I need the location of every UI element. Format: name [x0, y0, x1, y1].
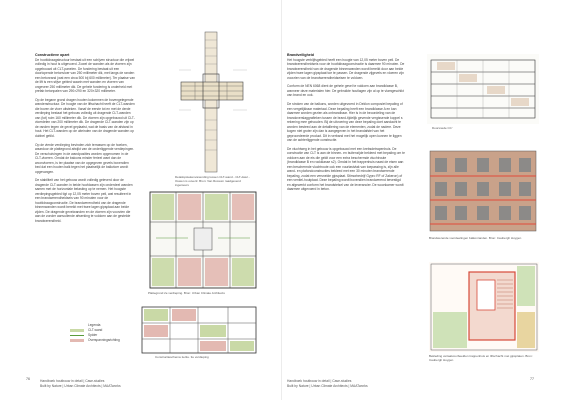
legend-label: Spider — [88, 333, 98, 337]
legend-swatch — [70, 339, 84, 342]
construction-schema — [141, 306, 257, 354]
legend-title: Legenda — [88, 323, 101, 327]
section-caption: Doorsnede CC' — [432, 126, 453, 130]
facade-drawing — [427, 148, 539, 234]
legend-swatch — [70, 329, 84, 332]
plan-caption: Plattegrond 2e verdieping. Bron: Urban C… — [148, 291, 225, 295]
right-footer: Handboek houtbouw in detail | Case-studi… — [287, 379, 368, 388]
left-page: Constructieve opzet De hoofddraagstructu… — [0, 0, 282, 400]
legend-label: CLT-wand — [88, 328, 103, 332]
right-paragraph-4: De vluchtweg in het gebouw is opgebouwd … — [287, 146, 405, 192]
left-footer: Handboek houtbouw in detail | Case-studi… — [40, 379, 121, 388]
legend: Legenda CLT-wand Spider Overspanningsric… — [70, 323, 120, 343]
detail-drawing — [175, 30, 250, 175]
legend-item-clt: CLT-wand — [70, 328, 120, 333]
left-heading: Constructieve opzet — [35, 53, 70, 57]
left-paragraph-1: De hoofddraagstructuur bestaat uit een s… — [35, 57, 135, 94]
right-footer-line1: Handboek houtbouw in detail | Case-studi… — [287, 379, 352, 383]
right-paragraph-2: Conform de NEN 6068 dient de gehele geve… — [287, 84, 404, 98]
legend-item-span: Overspanningsrichting — [70, 338, 120, 343]
legend-item-spider: Spider — [70, 333, 120, 338]
legend-swatch — [70, 334, 84, 337]
left-text-column: Constructieve opzet De hoofddraagstructu… — [35, 53, 135, 228]
construction-caption: Constructieschema 1e/2e. 3e verdieping — [155, 355, 209, 359]
left-paragraph-4: De stabiliteit van het gebouw wordt voll… — [35, 178, 133, 223]
facade-caption: Brandwerende voordeelingen balkonranden.… — [429, 236, 522, 240]
right-text-column: Brandveiligheid Het hoogste verblijfsgeb… — [287, 53, 405, 196]
right-footer-line2: Built by Nature | Urban Climate Architec… — [287, 383, 368, 388]
left-footer-line2: Built by Nature | Urban Climate Architec… — [40, 383, 121, 388]
detail-caption: Detailopstekenvanending tussen CLT-wand … — [175, 175, 250, 187]
right-paragraph-1: Het hoogste verblijfsgebied heeft een ho… — [287, 57, 405, 80]
legend-label: Overspanningsrichting — [88, 338, 120, 342]
left-page-number: 76 — [26, 377, 30, 381]
floor-plan — [149, 191, 257, 289]
section-drawing — [427, 54, 539, 124]
left-footer-line1: Handboek houtbouw in detail | Case-studi… — [40, 379, 105, 383]
stair-plan — [429, 262, 539, 352]
left-paragraph-3: Op de vierde verdieping bevinden zich te… — [35, 142, 135, 174]
right-page: Brandveiligheid Het hoogste verblijfsgeb… — [282, 0, 565, 400]
stair-caption: Bekleding vertaalvoorbeelden trappenhuis… — [429, 354, 533, 362]
right-paragraph-3: De stroken van de balkons, worden uitgev… — [287, 102, 403, 143]
right-page-number: 77 — [530, 377, 534, 381]
left-paragraph-2: Op de begane grond dragen houten kolomme… — [35, 97, 135, 138]
right-heading: Brandveiligheid — [287, 53, 314, 57]
